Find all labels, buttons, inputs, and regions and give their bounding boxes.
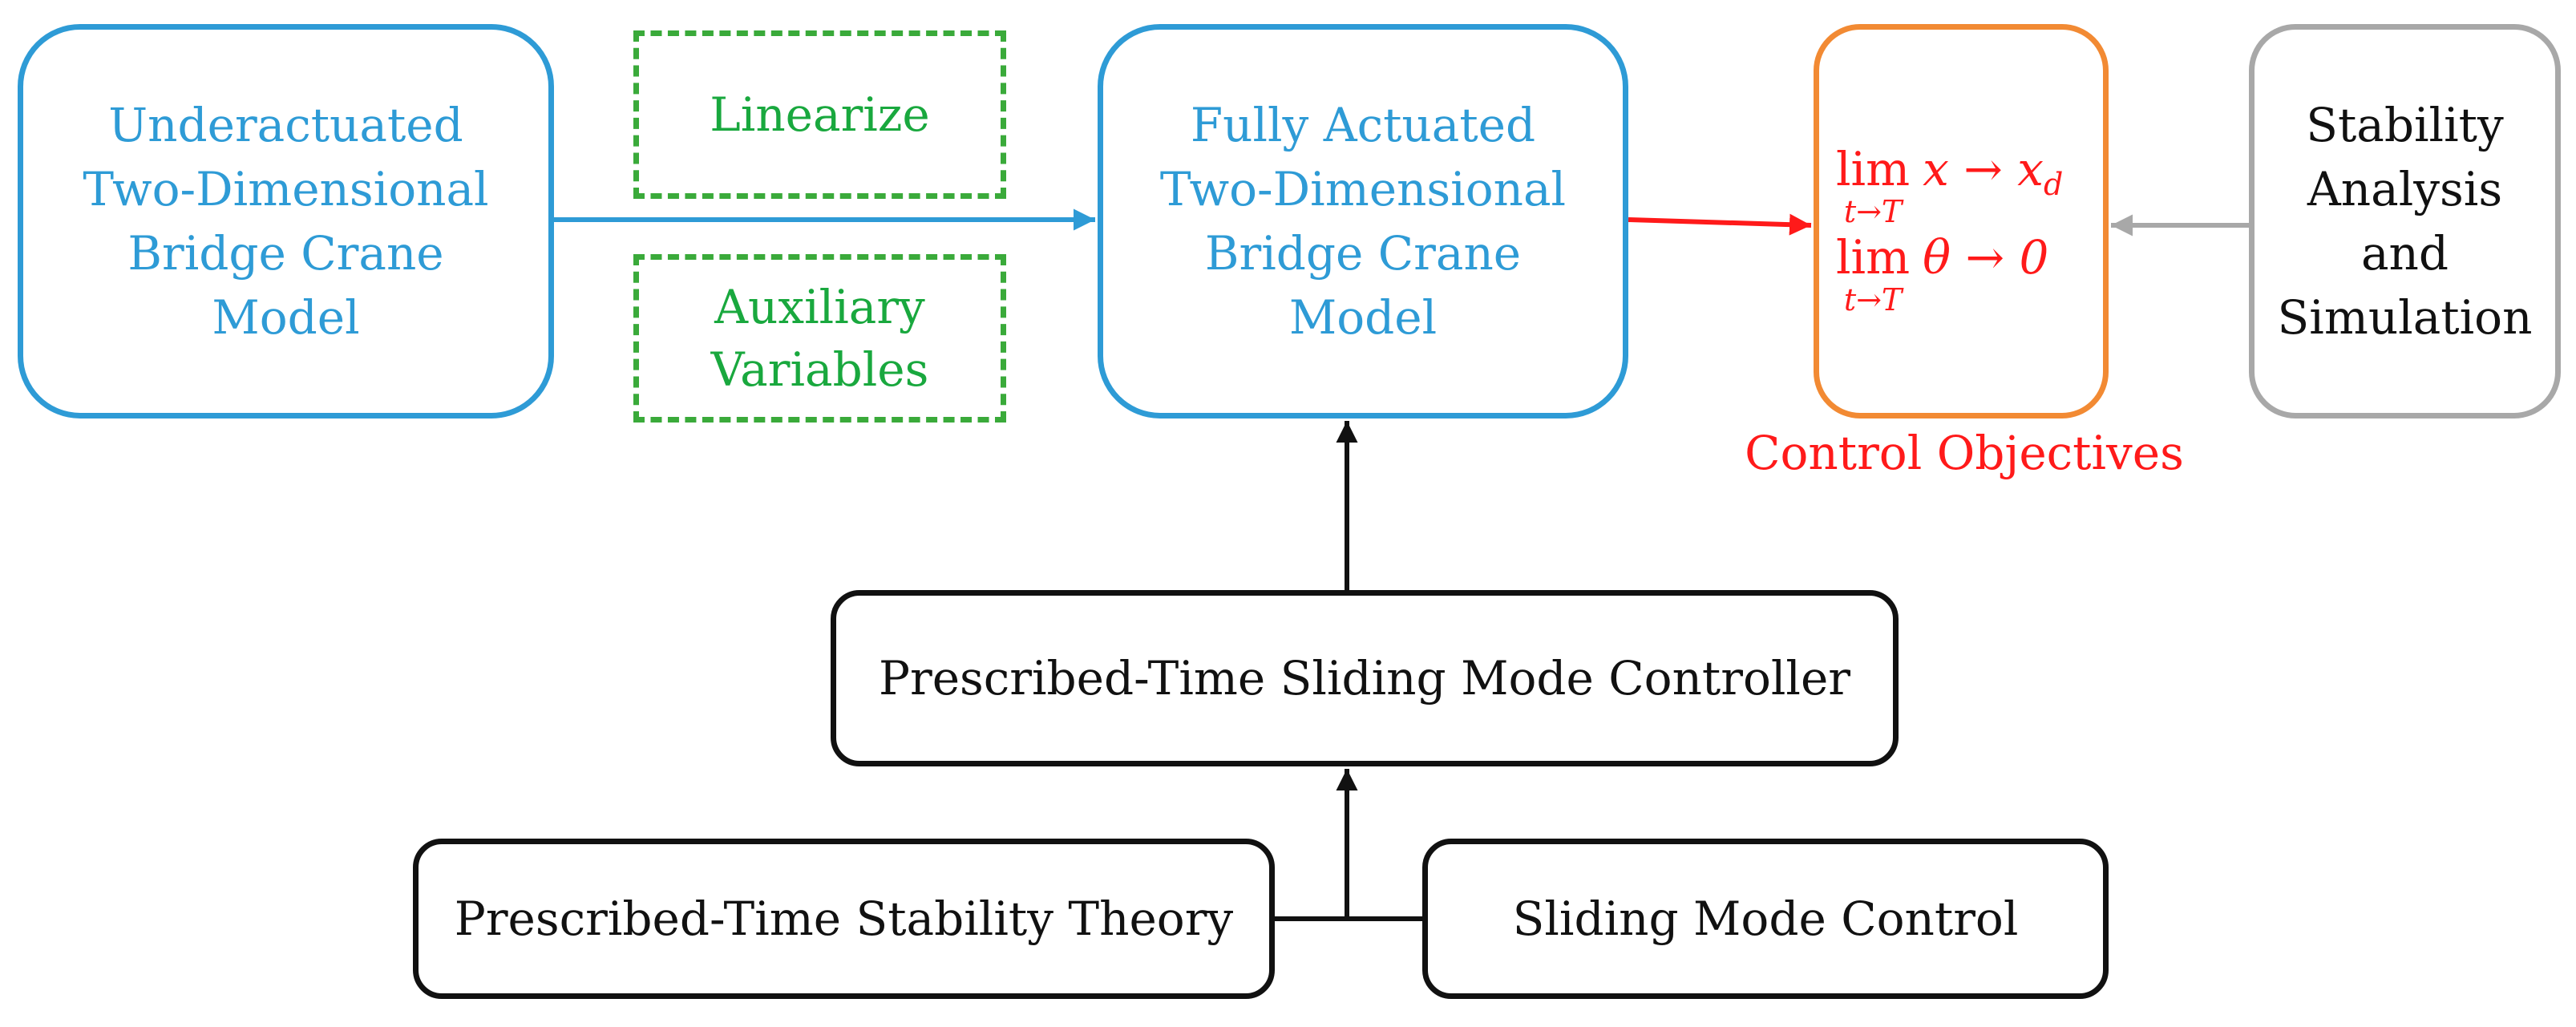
stability-analysis-line-1: Stability — [2306, 98, 2504, 152]
objective-1-expression: x → xd — [1923, 143, 2063, 211]
underactuated-model-line-4: Model — [212, 290, 360, 345]
controller-label: Prescribed-Time Sliding Mode Controller — [878, 651, 1851, 706]
objective-2-limit-subscript: t→T — [1843, 282, 1903, 317]
control-objectives-box — [1814, 24, 2109, 418]
linearize-box: Linearize — [633, 30, 1006, 199]
underactuated-model-line-1: Underactuated — [108, 98, 463, 152]
objective-1-lim: lim — [1836, 142, 1911, 196]
stability-analysis-box: Stability Analysis and Simulation — [2249, 24, 2561, 418]
objective-1-expr-text: x → x — [1923, 142, 2044, 196]
linearize-label: Linearize — [710, 87, 930, 142]
fully-actuated-model-box: Fully Actuated Two-Dimensional Bridge Cr… — [1098, 24, 1628, 418]
stability-theory-box: Prescribed-Time Stability Theory — [413, 839, 1275, 999]
underactuated-model-box: Underactuated Two-Dimensional Bridge Cra… — [18, 24, 554, 418]
auxiliary-variables-box: Auxiliary Variables — [633, 254, 1006, 423]
sliding-mode-control-label: Sliding Mode Control — [1512, 892, 2019, 946]
underactuated-model-line-2: Two-Dimensional — [83, 162, 489, 216]
underactuated-model-line-3: Bridge Crane — [127, 226, 444, 281]
stability-analysis-line-2: Analysis — [2307, 162, 2503, 216]
stability-theory-label: Prescribed-Time Stability Theory — [454, 892, 1234, 946]
fully-actuated-model-line-4: Model — [1288, 290, 1438, 345]
stability-analysis-line-4: Simulation — [2277, 290, 2533, 345]
auxiliary-variables-line-1: Auxiliary — [714, 280, 925, 334]
stability-analysis-line-3: and — [2360, 226, 2449, 281]
objective-2-expression: θ → 0 — [1923, 230, 2049, 285]
objective-1-limit-subscript: t→T — [1843, 194, 1903, 229]
controller-box: Prescribed-Time Sliding Mode Controller — [831, 590, 1899, 766]
sliding-mode-control-box: Sliding Mode Control — [1422, 839, 2109, 999]
arrow-full-to-objectives — [1628, 213, 1812, 236]
fully-actuated-model-line-3: Bridge Crane — [1204, 226, 1522, 281]
fully-actuated-model-line-1: Fully Actuated — [1190, 98, 1536, 152]
objective-angle-equation: lim t→T θ → 0 — [1836, 231, 2048, 316]
fully-actuated-model-line-2: Two-Dimensional — [1159, 162, 1567, 216]
objective-1-target-subscript: d — [2044, 167, 2064, 202]
auxiliary-variables-line-2: Variables — [710, 342, 929, 397]
objective-position-equation: lim t→T x → xd — [1836, 143, 2063, 228]
objective-2-lim: lim — [1836, 230, 1911, 285]
control-objectives-label: Control Objectives — [1745, 426, 2184, 480]
